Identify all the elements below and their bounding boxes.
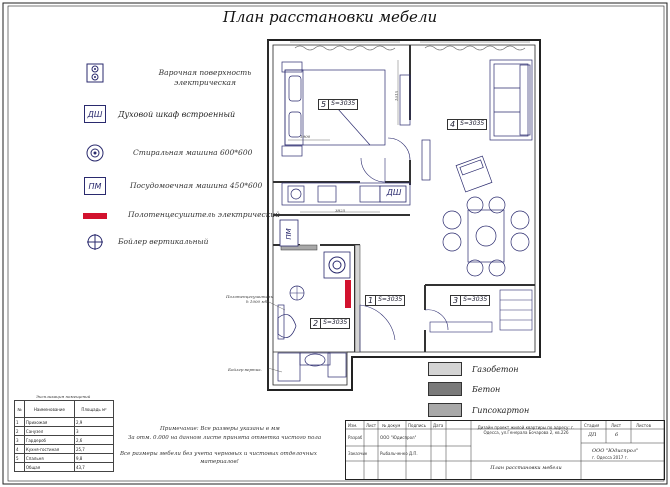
material-concrete: Бетон — [428, 382, 500, 396]
legend-item-towel — [80, 206, 118, 226]
explication-header: № Наименование Площадь м² — [14, 400, 115, 418]
stamp-list: 6 — [615, 432, 619, 438]
oven-icon: ДШ — [80, 104, 110, 124]
stamp-org: ООО "Юдиспрол" — [592, 448, 639, 454]
material-gypsum: Гипсокартон — [428, 403, 529, 417]
stamp-razrab: Разраб — [348, 435, 363, 440]
explication-caption: Экспликация помещений — [36, 394, 91, 399]
note-line-2: За отм. 0.000 на данном листе принята от… — [128, 435, 322, 441]
page-title: План расстановки мебели — [222, 8, 438, 26]
stamp-listov-h: Листов — [636, 423, 651, 428]
stamp-zakazchik: Заказчик — [348, 451, 368, 456]
legend-label-towel: Полотенцесушитель электрический — [128, 210, 280, 219]
stamp-city: г. Одесса 2017 г. — [592, 455, 628, 460]
legend-item-washer — [80, 143, 118, 163]
plan-oven-label: ДШ — [386, 188, 402, 197]
stamp-h-sign: Подпись — [408, 423, 426, 428]
dim-1900: 1900 — [300, 134, 311, 139]
stamp-h-date: Дата — [433, 423, 444, 428]
stamp-h-izm: Изм. — [348, 423, 358, 428]
legend-item-hob — [80, 63, 118, 83]
legend-label-hob: Варочная поверхность электрическая — [158, 68, 252, 87]
stamp-stadia: ДП — [588, 432, 597, 438]
note-line-3: Все размеры мебели без учета черновых и … — [120, 451, 317, 457]
stamp-project-title: Дизайн проект жилой квартиры по адресу: … — [477, 425, 575, 435]
legend-item-oven: ДШ Духовой шкаф встроенный — [80, 104, 235, 124]
towel-warmer-icon — [80, 206, 110, 226]
note-line-1: Примечание: Все размеры указаны в мм — [160, 426, 280, 432]
title-block: Изм. Лист № докум Подпись Дата Разраб ОО… — [345, 420, 665, 480]
legend-label-oven: Духовой шкаф встроенный — [118, 109, 236, 119]
legend-label-dishwasher: Посудомоечная машина 450*600 — [130, 181, 263, 190]
stamp-razrab-org: ООО "Юдиспрол" — [380, 435, 417, 440]
boiler-callout: Бойлер вертик. — [228, 367, 262, 372]
legend-label-boiler: Бойлер вертикальный — [118, 237, 209, 246]
washing-machine-icon — [80, 143, 110, 163]
dim-3825: 3825 — [335, 208, 346, 213]
stamp-h-doc: № докум — [382, 423, 401, 428]
stamp-list-h: Лист — [611, 423, 622, 428]
boiler-icon — [80, 232, 110, 252]
stamp-stadia-h: Стадия — [584, 423, 600, 428]
hob-icon — [80, 63, 110, 83]
material-aerated-concrete: Газобетон — [428, 362, 519, 376]
stamp-zakazchik-name: Рыбальченко Д.П. — [380, 451, 418, 456]
dishwasher-icon: ПМ — [80, 176, 110, 196]
dim-1015: 1015 — [394, 90, 400, 102]
legend-item-dishwasher: ПМ — [80, 176, 118, 196]
plan-dishwasher-label: ПМ — [285, 228, 293, 240]
legend-item-boiler — [80, 232, 118, 252]
note-line-4: материалов! — [200, 459, 239, 465]
stamp-h-list: Лист — [366, 423, 377, 428]
legend-label-washer: Стиральная машина 600*600 — [133, 148, 253, 157]
stamp-sheet-title: План расстановки мебели — [490, 465, 562, 471]
towel-callout: Полотенцесушитель h 1000 мм — [226, 294, 273, 304]
